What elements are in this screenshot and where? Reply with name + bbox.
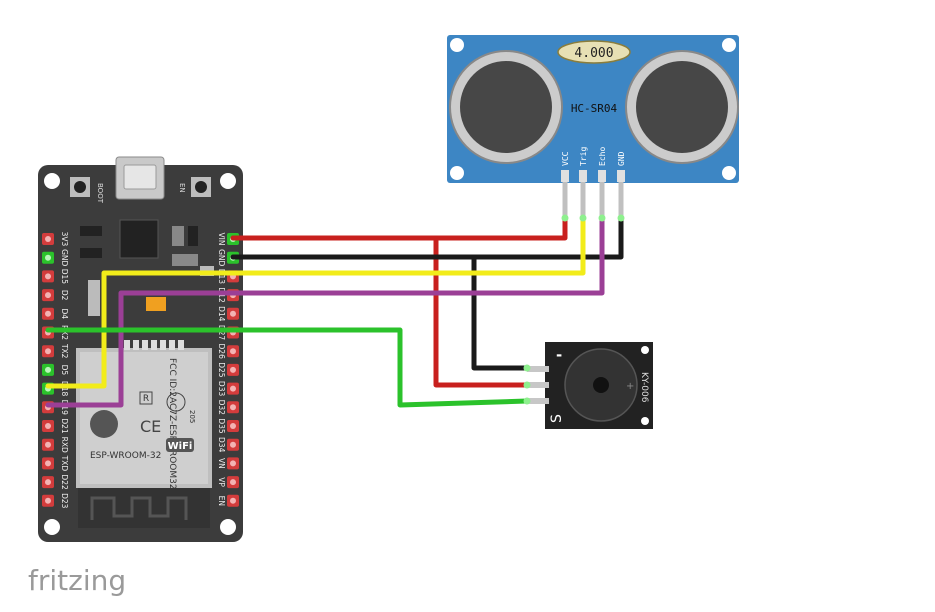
sensor-pin-label-3: GND <box>617 151 626 166</box>
sensor-pad-0 <box>561 170 569 182</box>
smd-part <box>88 280 100 316</box>
pin-label-left-3: D2 <box>60 290 69 301</box>
sensor-pad-2 <box>598 170 606 182</box>
fritzing-logo: fritzing <box>28 564 126 597</box>
pin-label-right-14: EN <box>217 496 226 506</box>
usb-port <box>123 164 157 190</box>
pin-label-right-4: D14 <box>217 306 226 322</box>
pin-label-right-2: D13 <box>217 269 226 285</box>
pin-label-right-7: D25 <box>217 362 226 378</box>
buzzer-pins <box>527 366 549 404</box>
espressif-logo <box>90 410 118 438</box>
wire-vcc-red-buzzer[interactable] <box>433 235 530 388</box>
transducer-left-mesh <box>460 61 552 153</box>
pin-label-left-6: TX2 <box>60 343 69 359</box>
wire-echo-purple[interactable] <box>45 217 605 408</box>
sensor-pad-1 <box>579 170 587 182</box>
wifi-badge <box>166 438 194 452</box>
crystal <box>557 40 631 64</box>
module-fcc-text: FCC ID:2AC7Z-ESPWROOM32 <box>167 358 177 490</box>
pin-label-right-12: VN <box>217 458 226 469</box>
pin-label-left-0: 3V3 <box>60 232 69 247</box>
pin-label-right-6: D26 <box>217 344 226 360</box>
wire-end-markers <box>523 214 625 405</box>
sensor-pin-1[interactable] <box>580 182 586 218</box>
pin-label-right-1: GND <box>217 249 226 266</box>
sensor-pin-header: VCC Trig Echo GND <box>561 147 626 218</box>
buzzer-s-label: S <box>549 414 565 423</box>
sensor-pin-0[interactable] <box>562 182 568 218</box>
r-mark-box <box>139 391 153 405</box>
pin-label-right-5: D27 <box>217 325 226 341</box>
wire-gnd-black[interactable] <box>230 217 624 260</box>
pin-label-right-0: VIN <box>217 233 226 246</box>
pin-label-right-11: D34 <box>217 437 226 453</box>
wire-vcc-red[interactable] <box>230 217 568 241</box>
mount-hole <box>220 519 236 535</box>
pin-label-left-8: D18 <box>60 381 69 397</box>
pin-label-left-14: D23 <box>60 493 69 509</box>
smd-part <box>80 248 102 258</box>
hc-sr04-sensor: 4.000 HC-SR04 VCC Trig Echo GND <box>447 35 739 218</box>
pin-label-left-5: RX2 <box>60 325 69 340</box>
wire-signal-green[interactable] <box>45 327 530 408</box>
boot-label: BOOT <box>96 183 104 204</box>
mount-hole <box>220 173 236 189</box>
module-pads <box>124 340 184 350</box>
sensor-pin-label-1: Trig <box>579 147 588 166</box>
esp32-board: BOOT EN FCC ID:2AC7Z-ESPWROOM32 205 R CE… <box>38 156 243 542</box>
antenna <box>78 488 210 528</box>
module-model: ESP-WROOM-32 <box>90 451 161 461</box>
sensor-pad-3 <box>617 170 625 182</box>
sensor-pin-label-2: Echo <box>598 147 607 166</box>
smd-part <box>188 226 198 246</box>
smd-cap <box>172 226 184 246</box>
pin-label-left-13: D22 <box>60 474 69 490</box>
cert-mark <box>166 392 186 412</box>
pin-label-right-10: D35 <box>217 418 226 434</box>
pin-label-left-2: D15 <box>60 269 69 285</box>
pin-label-right-8: D33 <box>217 381 226 397</box>
wifi-text: WiFi <box>168 441 193 452</box>
pin-label-right-13: VP <box>217 477 226 487</box>
sensor-pin-2[interactable] <box>599 182 605 218</box>
en-label: EN <box>178 183 186 193</box>
transducer-right-mesh <box>636 61 728 153</box>
mount-hole <box>44 173 60 189</box>
smd-part <box>80 226 102 236</box>
sensor-pin-3[interactable] <box>618 182 624 218</box>
svg-text:+: + <box>626 381 634 392</box>
sensor-pin-label-0: VCC <box>561 151 570 166</box>
smd-part <box>172 254 198 266</box>
pin-label-left-7: D5 <box>60 365 69 376</box>
pin-label-left-10: D21 <box>60 418 69 434</box>
buzzer-hole <box>593 377 609 393</box>
ky006-buzzer: + - S KY-006 <box>527 342 653 429</box>
pin-label-left-12: TXD <box>60 455 69 472</box>
buzzer-minus-label: - <box>556 346 562 364</box>
r-mark: R <box>143 394 149 404</box>
pin-label-left-1: GND <box>60 249 69 266</box>
pin-label-right-9: D32 <box>217 400 226 416</box>
pin-label-left-4: D4 <box>60 309 69 320</box>
pin-label-left-11: RXD <box>60 437 69 453</box>
module-code-text: 205 <box>188 410 196 423</box>
usb-uart-chip <box>119 219 159 259</box>
led <box>146 297 166 311</box>
buzzer-name: KY-006 <box>639 372 649 403</box>
mount-hole <box>44 519 60 535</box>
crystal-label: 4.000 <box>574 46 613 61</box>
wire-trig-yellow[interactable] <box>45 217 586 389</box>
sensor-name: HC-SR04 <box>571 102 618 115</box>
ce-mark: CE <box>140 417 161 436</box>
